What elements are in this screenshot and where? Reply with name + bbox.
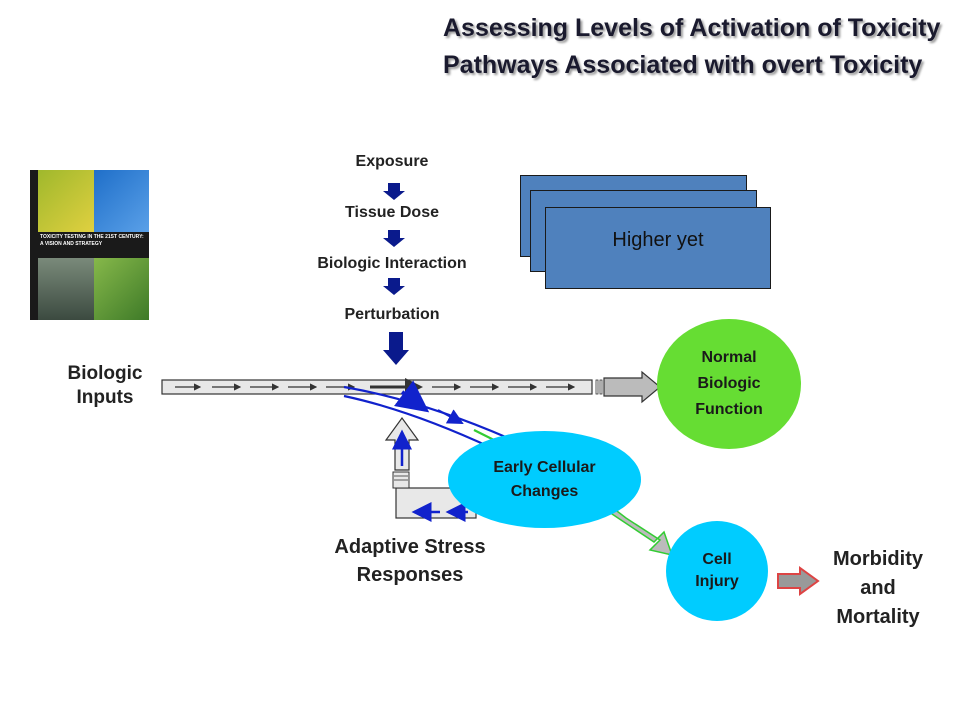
report-cover-image: TOXICITY TESTING IN THE 21ST CENTURY: A … [30,170,149,320]
step-exposure: Exposure [355,153,429,170]
cell-injury-oval: Cell Injury [666,521,768,621]
normal-function-oval: Normal Biologic Function [657,319,801,449]
morbidity-label: Morbidity and Mortality [833,548,923,628]
cover-screen-photo [94,258,149,320]
stacked-card-label: Higher yet [612,228,704,251]
cover-chip-photo [38,170,94,232]
early-changes-label: Early Cellular Changes [493,458,596,500]
step-arrow-1 [383,183,405,200]
stacked-card-front: Higher yet [545,207,771,289]
perturbation-diversion-arrows [343,380,509,449]
step-tissue-dose: Tissue Dose [345,204,439,221]
step-perturbation: Perturbation [344,306,440,323]
perturbation-arrow [383,332,409,365]
morbidity-arrow [777,566,820,596]
cover-molecule-photo [94,170,149,232]
biologic-inputs-label: Biologic Inputs [67,363,143,408]
cover-caption: TOXICITY TESTING IN THE 21ST CENTURY: A … [40,234,144,247]
cover-crowd-photo [38,258,94,320]
step-arrow-3 [383,278,405,295]
slide-title: Assessing Levels of Activation of Toxici… [443,14,941,79]
cell-injury-label: Cell Injury [695,551,739,590]
early-changes-oval: Early Cellular Changes [448,431,641,528]
normal-function-label: Normal Biologic Function [695,349,763,418]
step-arrow-2 [383,230,405,247]
step-biologic-interaction: Biologic Interaction [317,255,467,272]
adaptive-responses-label: Adaptive Stress Responses [334,536,486,586]
